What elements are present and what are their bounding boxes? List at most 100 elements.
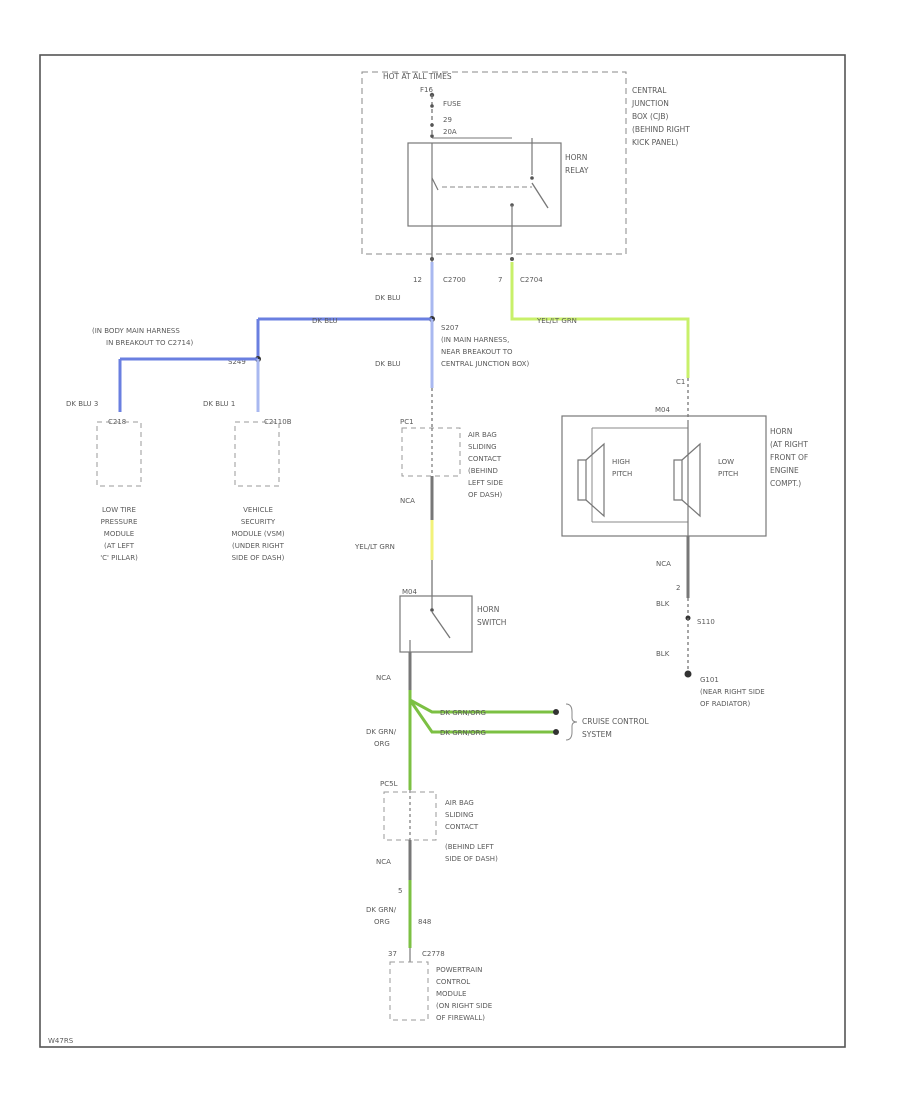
dk-blu-upper-label: DK BLU xyxy=(375,294,401,302)
svg-text:SECURITY: SECURITY xyxy=(241,518,276,526)
pin-m04: M04 xyxy=(402,588,417,596)
yel-grn-label: YEL/LT GRN xyxy=(536,317,577,325)
vehicle-security-module xyxy=(234,421,280,487)
svg-text:SIDE OF DASH): SIDE OF DASH) xyxy=(445,855,498,863)
dk-blu-horizontal-label: DK BLU xyxy=(312,317,338,325)
svg-text:CONTACT: CONTACT xyxy=(468,455,502,463)
fuse-rating: 20A xyxy=(443,128,457,136)
svg-text:OF DASH): OF DASH) xyxy=(468,491,503,499)
cruise-control-label: CRUISE CONTROL xyxy=(582,717,649,726)
powertrain-control-module xyxy=(389,961,429,1021)
low-pitch-label: LOW xyxy=(718,458,734,466)
relay-coil-stub xyxy=(431,177,439,191)
label-848: 848 xyxy=(418,918,431,926)
ground-desc-1: (NEAR RIGHT SIDE xyxy=(700,688,765,696)
yel-grn-wire xyxy=(510,262,690,378)
wire-nca-4: NCA xyxy=(656,560,671,568)
svg-text:SLIDING: SLIDING xyxy=(445,811,474,819)
conn-c2778: C2778 xyxy=(422,950,445,958)
horn-switch-label-2: SWITCH xyxy=(477,618,506,627)
horn-relay-box xyxy=(407,142,562,227)
ground-g101-icon xyxy=(684,670,692,678)
wire-yel-grn-2: YEL/LT GRN xyxy=(354,543,395,551)
svg-text:MODULE: MODULE xyxy=(436,990,466,998)
conn-c2110b: C2110B xyxy=(264,418,292,426)
wire-dk-grn-org-2: DK GRN/ORG xyxy=(440,729,486,737)
fuse-pin-label: F16 xyxy=(420,86,433,94)
svg-text:POWERTRAIN: POWERTRAIN xyxy=(436,966,482,974)
horn-assembly-box xyxy=(561,415,767,537)
wire-blk-1: BLK xyxy=(656,600,670,608)
ground-g101-label: G101 xyxy=(700,676,719,684)
wire-nca-2: NCA xyxy=(376,674,391,682)
svg-text:BOX (CJB): BOX (CJB) xyxy=(632,112,668,121)
svg-text:PRESSURE: PRESSURE xyxy=(101,518,138,526)
svg-text:OF FIREWALL): OF FIREWALL) xyxy=(436,1014,485,1022)
relay-contact-dot xyxy=(530,176,534,180)
svg-text:NEAR BREAKOUT TO: NEAR BREAKOUT TO xyxy=(441,348,513,356)
diagram-frame xyxy=(39,54,846,1048)
pin-37: 37 xyxy=(388,950,397,958)
airbag-sliding-contact-2-label: AIR BAG SLIDING CONTACT (BEHIND LEFT SID… xyxy=(445,799,498,863)
splice-s207-label: S207 xyxy=(441,324,459,332)
svg-text:(BEHIND LEFT: (BEHIND LEFT xyxy=(445,843,494,851)
svg-text:SIDE OF DASH): SIDE OF DASH) xyxy=(232,554,285,562)
svg-text:(BEHIND: (BEHIND xyxy=(468,467,498,475)
fuse-dot-2 xyxy=(430,123,434,127)
high-pitch-label: HIGH xyxy=(612,458,630,466)
svg-text:FRONT OF: FRONT OF xyxy=(770,453,808,462)
footer-code: W47RS xyxy=(48,1037,74,1045)
svg-text:CENTRAL: CENTRAL xyxy=(632,86,667,95)
pin-m04-horn: M04 xyxy=(655,406,670,414)
c2704-label: C2704 xyxy=(520,276,543,284)
svg-text:CONTACT: CONTACT xyxy=(445,823,479,831)
fuse-label: FUSE xyxy=(443,100,461,108)
wire-nca-1: NCA xyxy=(400,497,415,505)
svg-text:SLIDING: SLIDING xyxy=(468,443,497,451)
svg-text:(ON RIGHT SIDE: (ON RIGHT SIDE xyxy=(436,1002,492,1010)
wire-dk-grn-org-3b: ORG xyxy=(374,918,390,926)
c2700-pin-dot xyxy=(430,257,434,261)
svg-text:(BEHIND RIGHT: (BEHIND RIGHT xyxy=(632,125,690,134)
dk-grn-org-branch-upper xyxy=(408,690,555,714)
svg-text:(IN MAIN HARNESS,: (IN MAIN HARNESS, xyxy=(441,336,509,344)
pin-5: 5 xyxy=(398,887,402,895)
airbag-sliding-contact-1-label: AIR BAG SLIDING CONTACT (BEHIND LEFT SID… xyxy=(468,431,503,499)
svg-text:LEFT SIDE: LEFT SIDE xyxy=(468,479,503,487)
c2704-pin: 7 xyxy=(498,276,502,284)
body-harness-note-1: (IN BODY MAIN HARNESS xyxy=(92,327,180,335)
svg-text:CENTRAL JUNCTION BOX): CENTRAL JUNCTION BOX) xyxy=(441,360,529,368)
wire-dk-grn-org-3a: DK GRN/ xyxy=(366,906,397,914)
svg-text:(UNDER RIGHT: (UNDER RIGHT xyxy=(232,542,285,550)
svg-text:KICK PANEL): KICK PANEL) xyxy=(632,138,678,147)
dk-blu-lower-label: DK BLU xyxy=(375,360,401,368)
svg-text:HORN: HORN xyxy=(770,427,792,436)
horn-relay-label: HORN xyxy=(565,153,587,162)
svg-text:(AT RIGHT: (AT RIGHT xyxy=(770,440,808,449)
wire-dk-blu-vsm: DK BLU 1 xyxy=(203,400,235,408)
wire-dk-blu-ltpm: DK BLU 3 xyxy=(66,400,98,408)
svg-text:MODULE (VSM): MODULE (VSM) xyxy=(231,530,285,538)
low-tire-pressure-module-label: LOW TIRE PRESSURE MODULE (AT LEFT 'C' PI… xyxy=(100,506,138,562)
high-pitch-horn-icon xyxy=(577,442,605,518)
central-junction-box xyxy=(361,71,627,255)
svg-text:LOW TIRE: LOW TIRE xyxy=(102,506,136,514)
svg-text:CONTROL: CONTROL xyxy=(436,978,470,986)
cruise-upper-end xyxy=(553,709,559,715)
body-harness-note-2: IN BREAKOUT TO C2714) xyxy=(106,339,193,347)
svg-text:VEHICLE: VEHICLE xyxy=(243,506,273,514)
low-pitch-label-2: PITCH xyxy=(718,470,738,478)
wire-dk-grn-org-1: DK GRN/ORG xyxy=(440,709,486,717)
svg-text:AIR BAG: AIR BAG xyxy=(445,799,474,807)
relay-contact-arm xyxy=(531,182,549,209)
horn-assembly-label: HORN (AT RIGHT FRONT OF ENGINE COMPT.) xyxy=(770,427,808,488)
pcm-label: POWERTRAIN CONTROL MODULE (ON RIGHT SIDE… xyxy=(436,966,492,1022)
splice-s249-label: S249 xyxy=(228,358,246,366)
horn-switch-box xyxy=(399,595,473,653)
hot-at-all-times-label: HOT AT ALL TIMES xyxy=(383,72,452,81)
low-pitch-horn-icon xyxy=(673,442,701,518)
cruise-control-label-2: SYSTEM xyxy=(582,730,612,739)
high-pitch-label-2: PITCH xyxy=(612,470,632,478)
horn-switch-label: HORN xyxy=(477,605,499,614)
